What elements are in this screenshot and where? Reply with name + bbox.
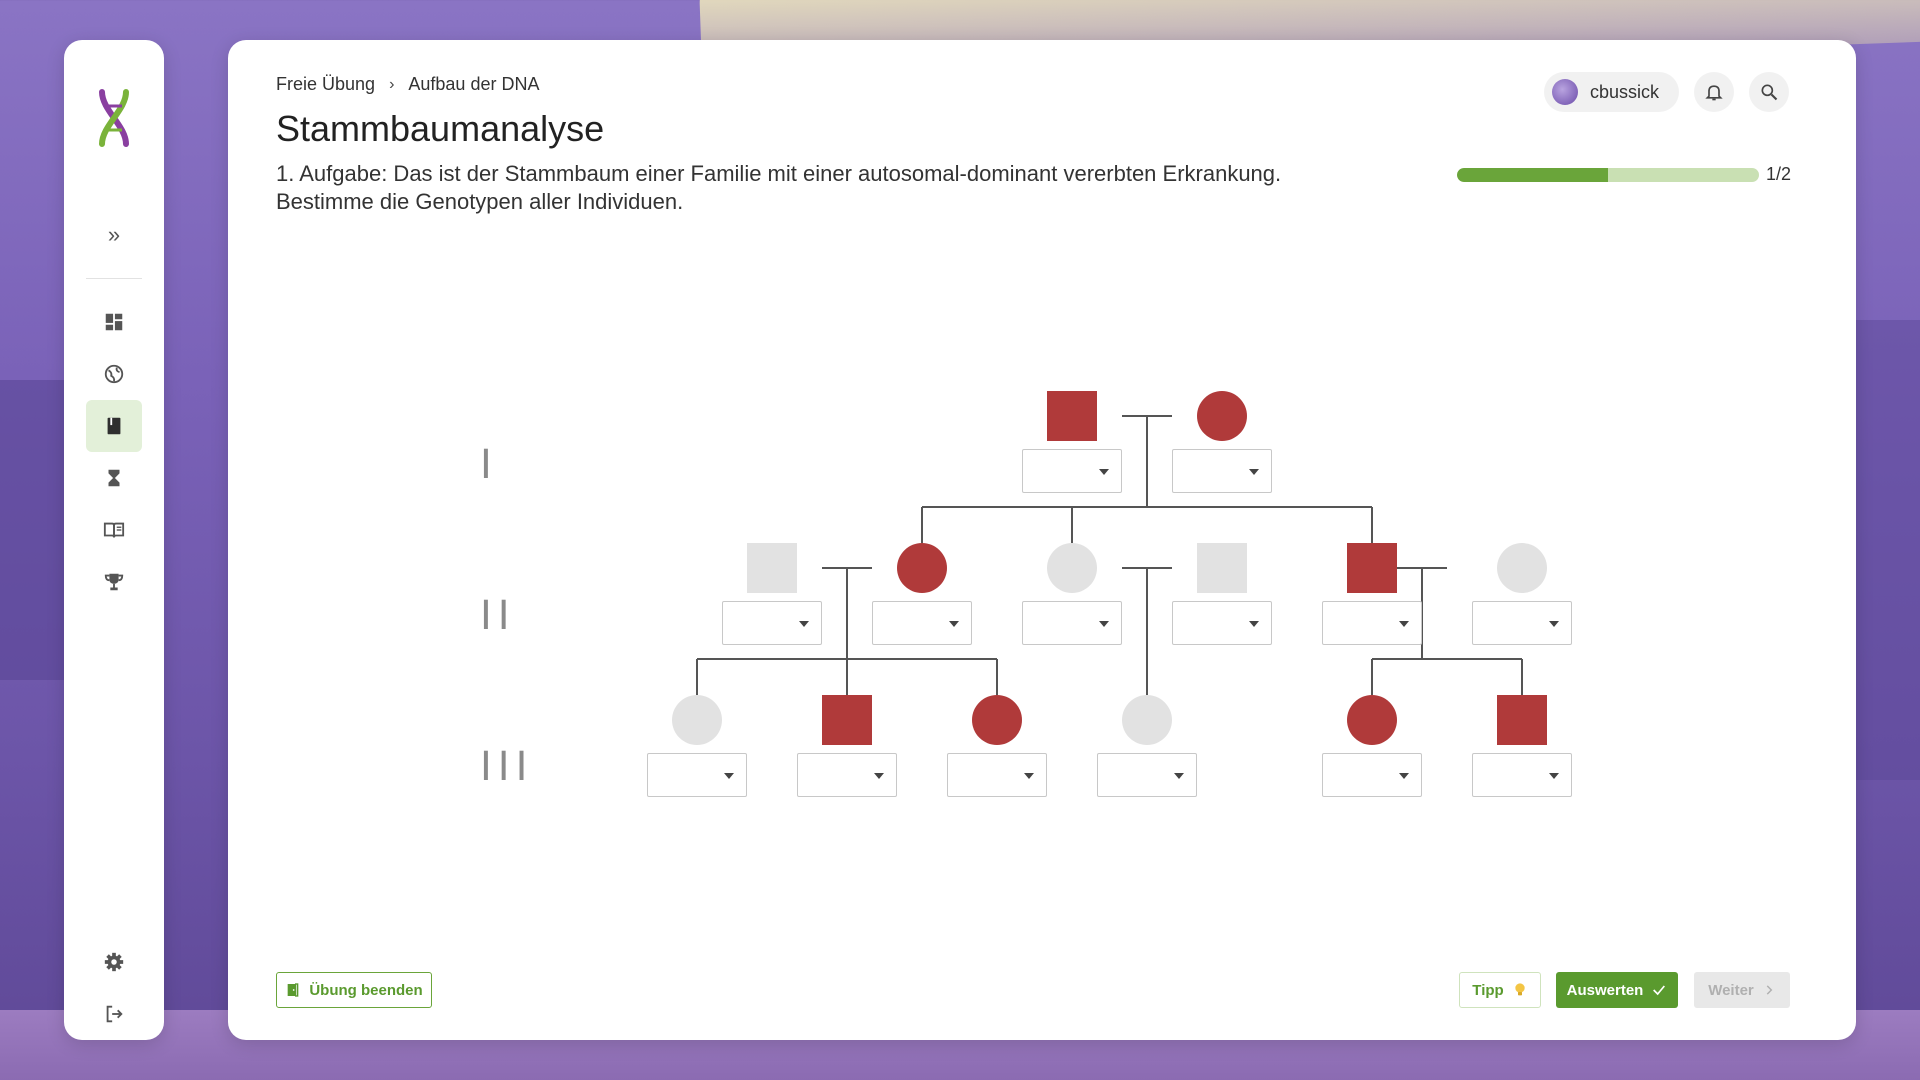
sidebar-item-settings[interactable]: [86, 936, 142, 988]
sidebar-divider: [86, 278, 142, 279]
dashboard-icon: [105, 313, 123, 331]
open-book-icon: [103, 522, 125, 538]
sidebar: »: [64, 40, 164, 1040]
sidebar-item-timer[interactable]: [86, 452, 142, 504]
bell-icon: [1705, 85, 1723, 101]
sidebar-item-exercises[interactable]: [86, 400, 142, 452]
pedigree-individual-II-5: [1347, 543, 1397, 593]
progress-label: 1/2: [1766, 164, 1792, 184]
app-logo[interactable]: [94, 88, 134, 148]
generation-label: I: [480, 442, 498, 488]
globe-icon: [104, 364, 124, 384]
breadcrumb: Freie Übung › Aufbau der DNA: [276, 74, 539, 95]
genotype-select-II-1[interactable]: [722, 601, 822, 645]
book-icon: [107, 417, 121, 435]
genotype-select-II-5[interactable]: [1322, 601, 1422, 645]
pedigree-individual-II-1: [747, 543, 797, 593]
tip-button[interactable]: Tipp: [1459, 972, 1541, 1008]
hourglass-icon: [108, 469, 120, 487]
pedigree-individual-III-3: [972, 695, 1022, 745]
tip-label: Tipp: [1472, 981, 1504, 999]
username: cbussick: [1590, 81, 1660, 102]
expand-sidebar-icon[interactable]: »: [107, 222, 121, 247]
breadcrumb-current[interactable]: Aufbau der DNA: [408, 74, 540, 94]
search-button[interactable]: [1749, 72, 1789, 112]
logout-icon: [106, 1005, 123, 1023]
pedigree-individual-III-6: [1497, 695, 1547, 745]
genotype-select-I-1[interactable]: [1022, 449, 1122, 493]
pedigree-individual-III-5: [1347, 695, 1397, 745]
sidebar-item-achievements[interactable]: [86, 556, 142, 608]
lightbulb-icon: [1515, 983, 1525, 996]
notifications-button[interactable]: [1694, 72, 1734, 112]
genotype-select-III-5[interactable]: [1322, 753, 1422, 797]
check-icon: [1653, 985, 1666, 996]
progress-bar: [1457, 168, 1759, 182]
generation-label: II: [480, 593, 516, 639]
pedigree-individual-III-1: [672, 695, 722, 745]
genotype-select-III-4[interactable]: [1097, 753, 1197, 797]
end-exercise-button[interactable]: Übung beenden: [276, 972, 432, 1008]
pedigree-individual-I-2: [1197, 391, 1247, 441]
evaluate-label: Auswerten: [1566, 981, 1644, 999]
end-exercise-label: Übung beenden: [309, 981, 423, 999]
page-title: Stammbaumanalyse: [276, 108, 605, 149]
task-line: Bestimme die Genotypen aller Individuen.: [276, 189, 684, 214]
chevron-right-icon: [1766, 985, 1773, 995]
main-card: Freie Übung › Aufbau der DNA Stammbauman…: [228, 40, 1856, 1040]
sidebar-item-library[interactable]: [86, 504, 142, 556]
pedigree-individual-II-4: [1197, 543, 1247, 593]
genotype-select-III-1[interactable]: [647, 753, 747, 797]
search-icon: [1761, 84, 1778, 101]
genotype-select-II-6[interactable]: [1472, 601, 1572, 645]
generation-label: III: [480, 744, 534, 790]
pedigree-individual-III-4: [1122, 695, 1172, 745]
background-shape: [1850, 320, 1920, 780]
genotype-select-II-3[interactable]: [1022, 601, 1122, 645]
trophy-icon: [104, 573, 124, 591]
genotype-select-II-2[interactable]: [872, 601, 972, 645]
task-line: 1. Aufgabe: Das ist der Stammbaum einer …: [276, 161, 1282, 186]
genotype-select-III-6[interactable]: [1472, 753, 1572, 797]
sidebar-item-logout[interactable]: [86, 988, 142, 1040]
breadcrumb-parent[interactable]: Freie Übung: [276, 74, 376, 94]
pedigree-individual-II-2: [897, 543, 947, 593]
genotype-select-III-2[interactable]: [797, 753, 897, 797]
evaluate-button[interactable]: Auswerten: [1556, 972, 1678, 1008]
genotype-select-I-2[interactable]: [1172, 449, 1272, 493]
task-description: 1. Aufgabe: Das ist der Stammbaum einer …: [276, 160, 1426, 216]
door-icon: [287, 983, 299, 997]
gear-icon: [104, 952, 124, 972]
progress-fill: [1457, 168, 1608, 182]
pedigree-individual-II-3: [1047, 543, 1097, 593]
next-button[interactable]: Weiter: [1694, 972, 1790, 1008]
user-chip[interactable]: cbussick: [1544, 72, 1680, 112]
pedigree-individual-III-2: [822, 695, 872, 745]
pedigree-individual-I-1: [1047, 391, 1097, 441]
pedigree-individual-II-6: [1497, 543, 1547, 593]
next-label: Weiter: [1708, 981, 1754, 999]
genotype-select-III-3[interactable]: [947, 753, 1047, 797]
breadcrumb-separator: ›: [389, 75, 395, 93]
genotype-select-II-4[interactable]: [1172, 601, 1272, 645]
sidebar-item-world[interactable]: [86, 348, 142, 400]
sidebar-item-dashboard[interactable]: [86, 296, 142, 348]
background-shape: [0, 380, 70, 680]
avatar: [1552, 79, 1578, 105]
